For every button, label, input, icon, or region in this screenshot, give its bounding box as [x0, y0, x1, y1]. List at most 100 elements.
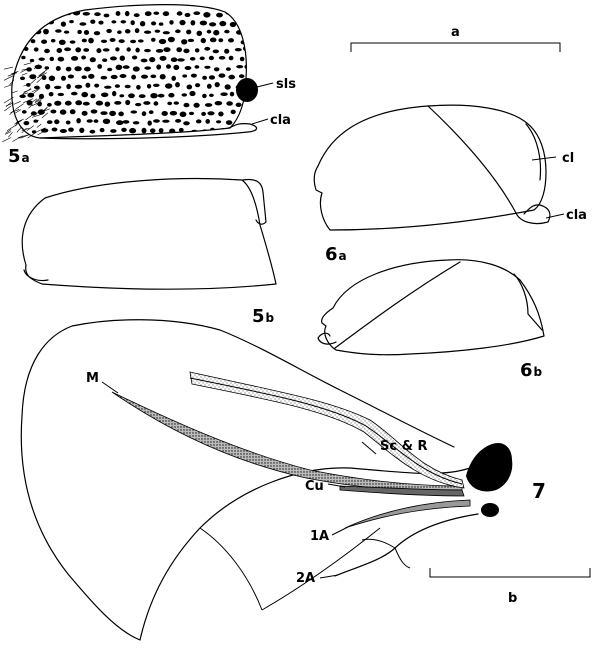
elytron-spot [88, 38, 94, 44]
label-Sc-R: Sc & R [380, 439, 427, 454]
elytron-spot [88, 74, 94, 79]
elytron-spot [71, 56, 78, 61]
elytron-spot [105, 102, 111, 107]
elytron-spot [83, 102, 90, 106]
elytron-spot [133, 121, 140, 124]
elytron-spot [163, 31, 170, 34]
elytron-spot [68, 128, 74, 132]
elytron-spot [20, 77, 25, 81]
elytron-spot [207, 30, 212, 34]
elytron-spot [219, 21, 226, 26]
elytron-spot [159, 22, 164, 25]
elytron-spot [90, 130, 96, 134]
elytron-spot [195, 48, 200, 52]
elytron-6b-suture [335, 262, 460, 348]
elytron-spot [98, 21, 103, 25]
elytron-spot [21, 56, 25, 60]
elytron-spot [182, 74, 187, 77]
elytron-spot [169, 20, 173, 25]
elytron-spot [25, 29, 32, 34]
elytron-spot [29, 74, 36, 79]
1A-leader [332, 527, 348, 535]
elytron-spot [29, 22, 35, 26]
elytron-spot [49, 76, 55, 82]
elytron-spot [111, 75, 118, 79]
elytron-spot [151, 38, 156, 42]
elytron-spot [149, 57, 155, 62]
elytron-spot [205, 119, 210, 124]
elytron-spot [103, 119, 110, 124]
elytron-spot [153, 84, 160, 87]
label-Cu: Cu [305, 479, 324, 494]
vein-Sc-R [190, 372, 464, 488]
elytron-spot [184, 103, 190, 107]
elytron-seta [8, 132, 12, 137]
elytron-spot [83, 12, 90, 16]
elytron-spot [156, 49, 163, 53]
elytron-spot [144, 49, 151, 52]
elytron-spot [147, 84, 151, 89]
elytron-spot [111, 20, 116, 23]
vein-1A [345, 500, 470, 528]
elytron-spot [60, 129, 67, 133]
elytron-spot [84, 30, 89, 35]
elytron-spot [179, 20, 185, 25]
elytron-spot [167, 102, 172, 106]
elytron-spot [245, 119, 250, 123]
elytron-6b-humeral-lobe [514, 274, 542, 330]
elytron-seta [4, 85, 12, 88]
elytron-spot [213, 30, 219, 36]
elytron-spot [79, 22, 86, 26]
elytron-spot [64, 30, 69, 33]
elytron-spot [103, 48, 110, 51]
elytron-spot [215, 82, 220, 87]
label-2A: 2A [296, 571, 315, 586]
elytron-seta [24, 63, 32, 65]
elytron-spot [162, 120, 169, 123]
elytron-spot [59, 40, 66, 45]
elytron-spot [183, 49, 189, 54]
elytron-spot [207, 111, 214, 115]
elytron-spot [116, 65, 123, 70]
elytron-spot [156, 64, 161, 69]
figure-6b-elytron: 6b [318, 260, 544, 381]
elytron-spot [91, 109, 98, 113]
elytron-spot [135, 28, 140, 33]
elytron-spot [54, 101, 61, 106]
elytron-spot [226, 101, 233, 106]
elytron-spot [244, 64, 250, 69]
elytron-spot [55, 29, 62, 33]
elytron-spot [181, 39, 187, 44]
figure-number-6b: 6b [520, 360, 543, 381]
figure-number-5b: 5b [252, 306, 275, 327]
elytron-spot [150, 128, 156, 133]
scale-bar-a-label: a [451, 25, 460, 40]
elytron-spot [56, 66, 61, 71]
elytron-spot [171, 57, 178, 62]
elytron-spot [153, 119, 160, 122]
ScR-leader [362, 442, 376, 454]
elytron-spot [129, 128, 136, 134]
elytron-spot [84, 67, 91, 72]
elytron-spot [236, 103, 242, 107]
figure-7-hindwing: M Sc & R Cu 1A 2A 7 [21, 320, 546, 640]
elytron-spot [159, 128, 164, 133]
elytron-spot [96, 48, 101, 53]
elytron-spot [68, 75, 74, 79]
elytron-spot [203, 12, 210, 18]
elytron-spot [135, 103, 141, 106]
elytron-spot [216, 13, 223, 18]
elytron-spot [243, 46, 250, 51]
elytron-spot [54, 86, 61, 89]
elytron-spot [185, 13, 191, 17]
elytron-spot [171, 76, 176, 81]
elytron-seta [27, 126, 34, 131]
elytron-6a-outline [314, 105, 546, 230]
elytron-spot [194, 103, 200, 108]
elytron-spot [75, 85, 82, 89]
elytron-spot [144, 66, 151, 69]
elytron-spot [51, 39, 56, 43]
elytron-spot [132, 56, 137, 60]
elytron-spot [131, 20, 135, 25]
